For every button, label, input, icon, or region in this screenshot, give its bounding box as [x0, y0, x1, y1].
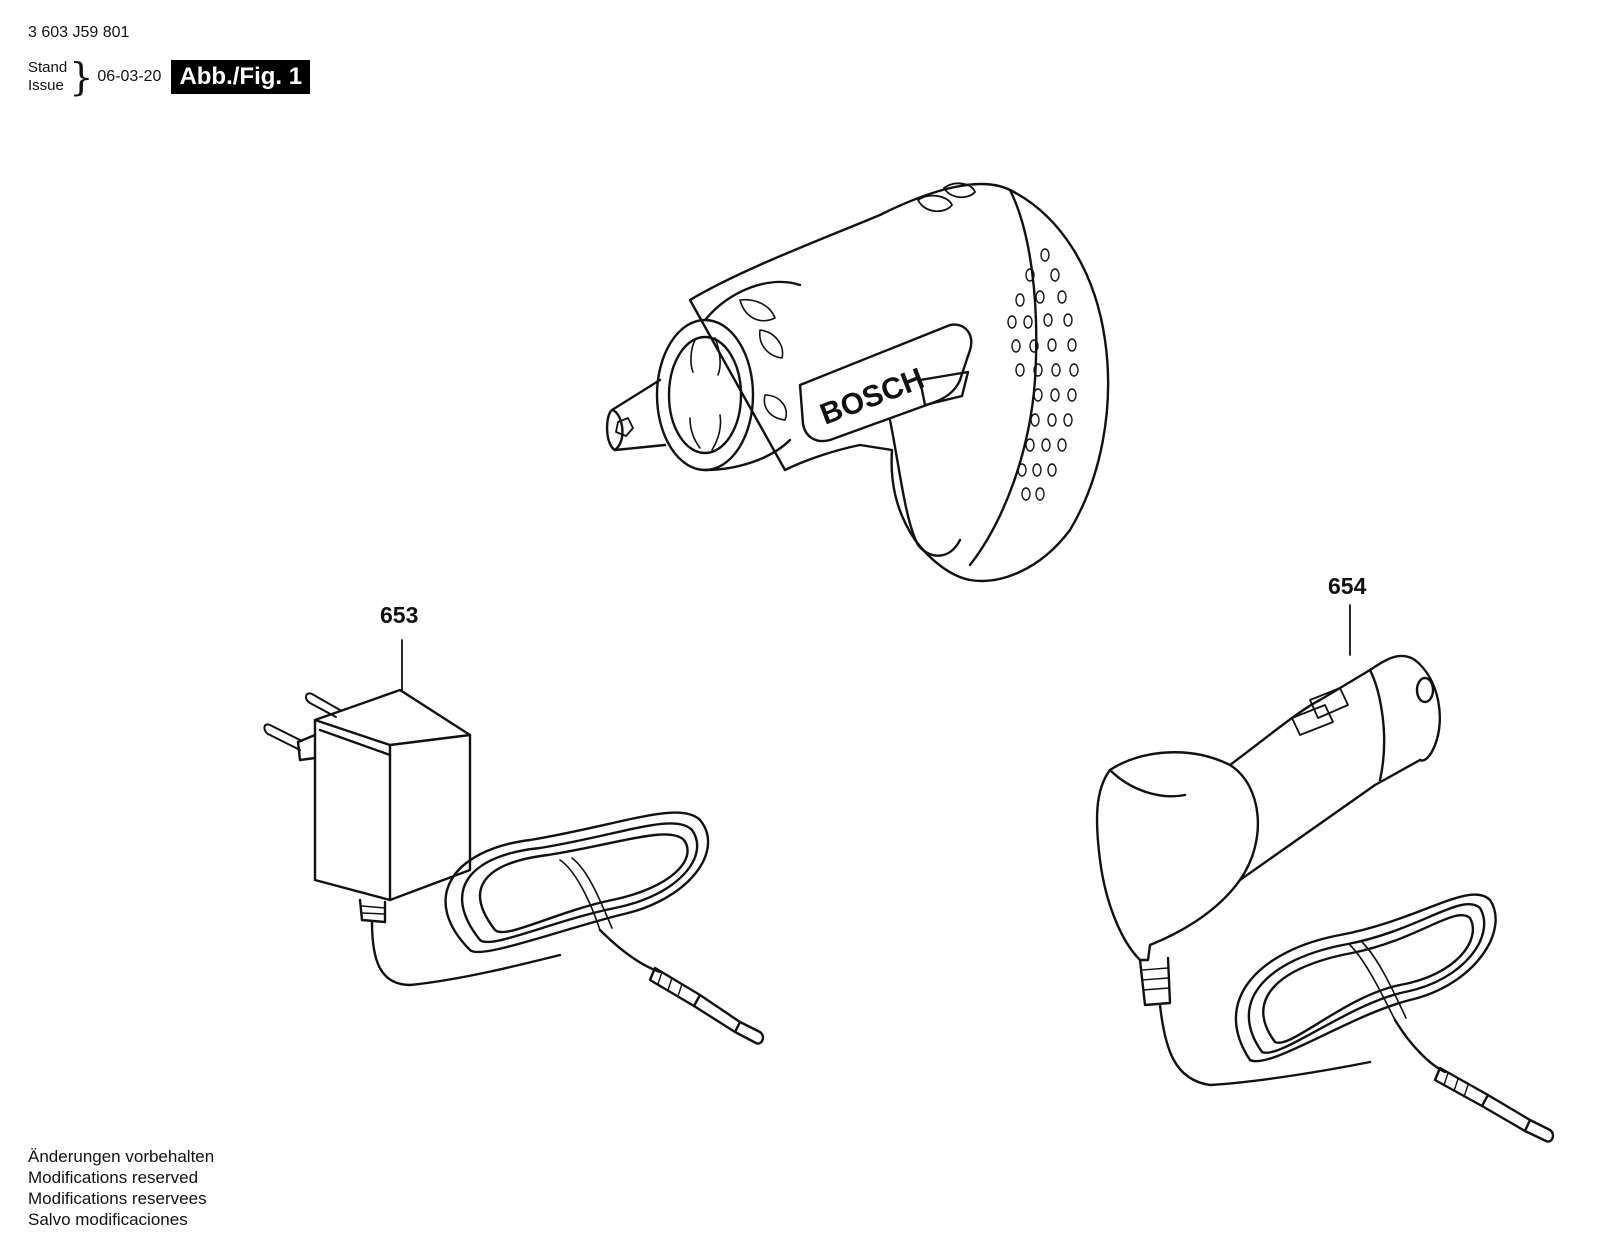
figure-label: Abb./Fig. 1 — [171, 60, 311, 94]
car-charger-illustration — [1095, 604, 1555, 1143]
mains-charger-illustration — [263, 639, 765, 1045]
charger-cable — [370, 920, 562, 987]
callout-653: 653 — [380, 602, 419, 628]
notice-line-de: Änderungen vorbehalten — [28, 1147, 215, 1166]
car-plug-head — [1095, 751, 1260, 962]
callout-654: 654 — [1328, 573, 1367, 599]
charger-block — [313, 688, 472, 902]
screwdriver-chuck — [655, 318, 755, 472]
screwdriver-illustration: BOSCH — [605, 182, 1110, 583]
modifications-notice: Änderungen vorbehalten Modifications res… — [28, 1146, 214, 1230]
issue-block: Stand Issue } 06-03-20 Abb./Fig. 1 — [28, 55, 311, 99]
screwdriver-body — [688, 182, 1110, 583]
notice-line-fr: Modifications reservees — [28, 1189, 207, 1208]
plug-prong — [263, 723, 301, 751]
car-charger-cable — [1158, 1003, 1372, 1087]
plug-prong — [304, 692, 341, 718]
document-number: 3 603 J59 801 — [28, 24, 130, 41]
issue-date: 06-03-20 — [97, 68, 162, 85]
stand-label: Stand — [28, 59, 68, 76]
brace-glyph: } — [69, 55, 94, 99]
issue-label: Issue — [28, 77, 64, 94]
notice-line-en: Modifications reserved — [28, 1168, 199, 1187]
issue-labels: Stand Issue — [28, 59, 67, 95]
notice-line-es: Salvo modificaciones — [28, 1210, 188, 1229]
